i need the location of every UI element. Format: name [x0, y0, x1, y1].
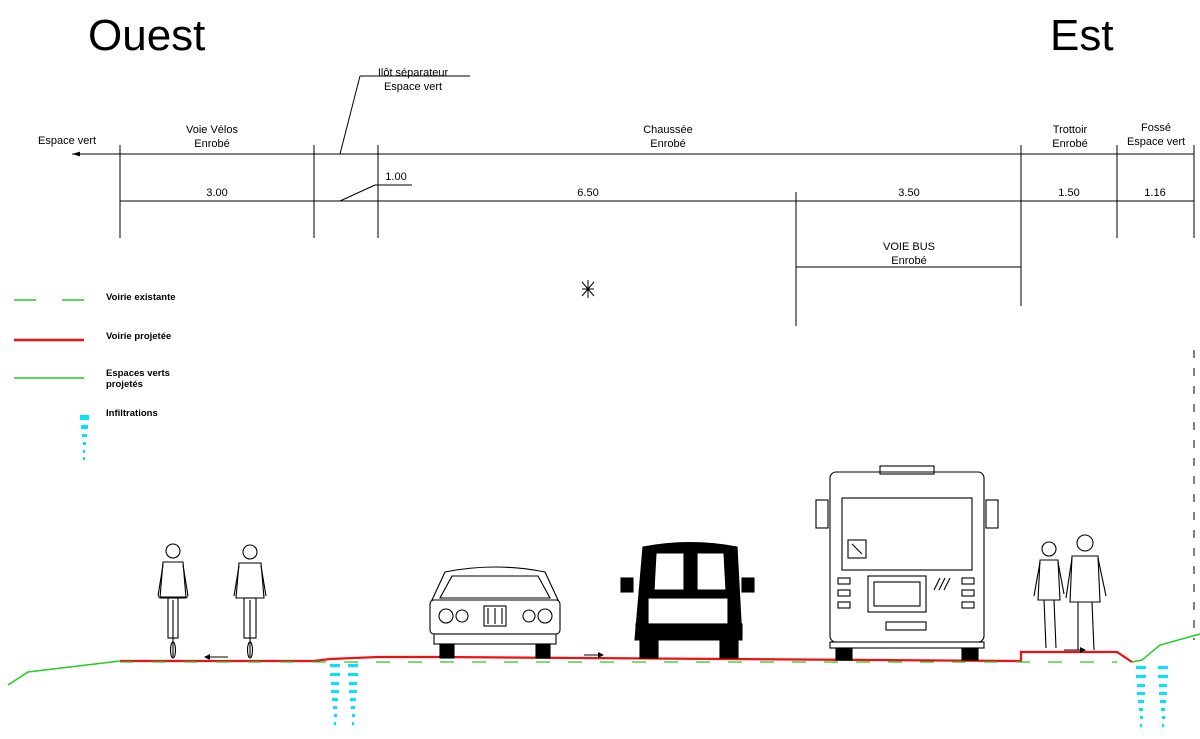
width-dimension-line: [120, 184, 1194, 202]
survey-marker-icon: [581, 280, 595, 298]
dim-velos: 3.00: [206, 187, 227, 199]
label-voie-velos: Voie Vélos: [186, 124, 238, 136]
label-voie-bus: VOIE BUS: [883, 241, 935, 253]
label-ilot-sub: Espace vert: [384, 81, 442, 93]
green-slope-left: [7, 660, 121, 686]
east-label: Est: [1050, 11, 1114, 60]
label-fosse-sub: Espace vert: [1127, 136, 1185, 148]
label-ilot: Ilôt séparateur: [378, 67, 449, 79]
pedestrian-woman-icon: [1033, 541, 1065, 649]
legend-label-existing: Voirie existante: [106, 292, 176, 303]
legend-label-green: Espaces verts projetés: [106, 368, 173, 390]
dim-ilot: 1.00: [385, 171, 406, 183]
car-icon: [429, 566, 561, 659]
west-label: Ouest: [88, 11, 205, 60]
label-fosse: Fossé: [1141, 122, 1171, 134]
direction-arrow-right-sidewalk: [1064, 647, 1086, 653]
dim-chaussee: 6.50: [577, 187, 598, 199]
dim-fosse: 1.16: [1144, 187, 1165, 199]
direction-arrow-left: [204, 654, 228, 660]
cyclist-front-icon: [157, 543, 189, 659]
infiltration-zone-right: [1136, 666, 1168, 727]
projected-road: [120, 650, 1133, 663]
extension-lines: [119, 145, 1195, 326]
label-trottoir-sub: Enrobé: [1052, 138, 1087, 150]
label-voie-bus-sub: Enrobé: [891, 255, 926, 267]
legend-swatch-infiltration: [80, 415, 89, 460]
zone-dimension-line: [72, 75, 1194, 157]
green-slope-right: [1131, 633, 1200, 663]
dim-bus: 3.50: [898, 187, 919, 199]
dim-trottoir: 1.50: [1058, 187, 1079, 199]
label-espace-vert-left: Espace vert: [38, 135, 96, 147]
pedestrian-man-icon: [1065, 534, 1107, 651]
label-chaussee-sub: Enrobé: [650, 138, 685, 150]
label-trottoir: Trottoir: [1053, 124, 1088, 136]
label-chaussee: Chaussée: [643, 124, 693, 136]
legend-label-infiltration: Infiltrations: [106, 408, 158, 419]
bus-icon: [815, 465, 999, 661]
legend: Voirie existante Voirie projetée Espaces…: [14, 292, 176, 460]
ground-profile: [7, 350, 1200, 686]
label-voie-velos-sub: Enrobé: [194, 138, 229, 150]
van-icon: [620, 541, 755, 659]
direction-arrow-right: [584, 652, 604, 658]
legend-label-projected: Voirie projetée: [106, 331, 171, 342]
cyclist-back-icon: [233, 544, 267, 659]
infiltration-zone-left: [330, 664, 358, 725]
